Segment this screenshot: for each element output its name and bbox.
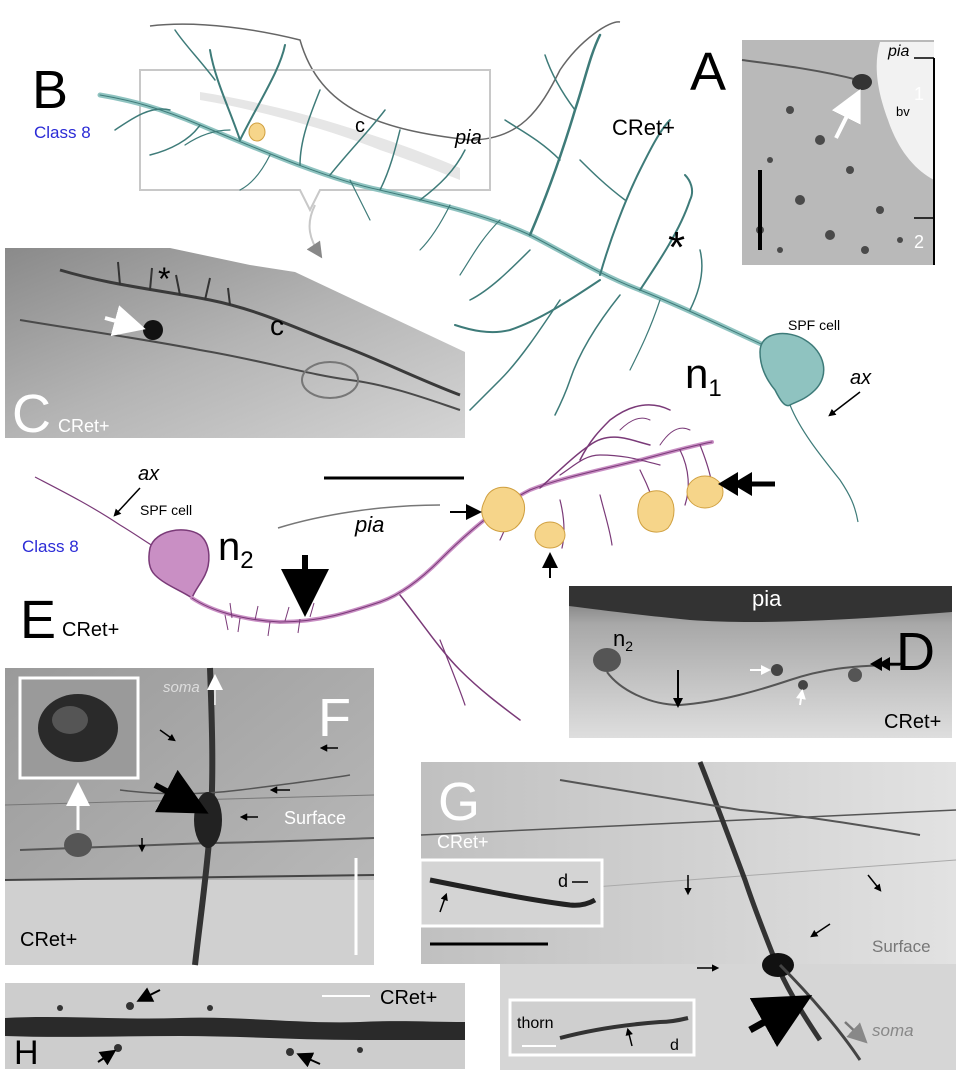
label-g-cret: CRet+ <box>437 832 489 852</box>
arrow-e-ax <box>113 487 141 517</box>
label-a-pia: pia <box>887 43 909 60</box>
label-g-surface: Surface <box>872 937 931 956</box>
panel-b: B Class 8 <box>32 21 872 523</box>
pia-outline-e <box>277 504 441 529</box>
label-b-star: * <box>668 223 685 272</box>
panel-letter-d: D <box>896 622 935 682</box>
label-b-pia: pia <box>454 127 482 149</box>
pia-outline-b <box>149 21 621 141</box>
label-e-cret: CRet+ <box>62 619 119 641</box>
panel-g: soma Surface G CRet+ d thorn d <box>418 761 957 1070</box>
label-e-spf: SPF cell <box>140 502 192 518</box>
panel-letter-e: E <box>20 590 56 650</box>
arrows-f-small <box>138 729 338 853</box>
arrow-c <box>104 305 146 337</box>
label-a-layer1: 1 <box>914 84 924 104</box>
region-c-outline <box>139 69 491 213</box>
neuron-n2-dendrites <box>190 404 714 721</box>
label-b-ax: ax <box>850 367 872 389</box>
somas-yellow-e <box>481 475 724 549</box>
axon-n1 <box>789 404 859 523</box>
soma-f <box>64 833 92 857</box>
soma-n2 <box>148 529 210 600</box>
panel-a: pia bv 1 2 A <box>690 40 935 265</box>
panel-e: Class 8 pia ax SPF cell n2 <box>20 404 775 721</box>
label-g-thorn: thorn <box>517 1015 553 1032</box>
arrow-h-3 <box>296 1052 321 1068</box>
panel-h: CRet+ H <box>5 983 465 1072</box>
label-d-pia: pia <box>752 586 782 611</box>
double-arrow-d <box>870 657 905 671</box>
arrow-g-soma <box>844 1021 868 1044</box>
label-d-n: n2 <box>613 626 633 654</box>
label-a-bv: bv <box>896 104 910 119</box>
arrow-g-large <box>748 995 813 1047</box>
blood-vessel <box>876 42 934 180</box>
panel-letter-f: F <box>318 688 351 748</box>
panel-letter-a: A <box>690 42 726 102</box>
label-g-d1: d <box>558 871 568 891</box>
arrow-f-large <box>153 769 209 814</box>
panel-letter-c: C <box>12 384 51 444</box>
label-b-c: c <box>355 115 365 137</box>
panel-letter-b: B <box>32 60 68 120</box>
panel-d: pia n2 D CRet+ <box>569 586 952 738</box>
arrows-g-small <box>684 874 882 972</box>
panel-letter-g: G <box>438 772 480 832</box>
label-c-star: * <box>158 261 170 297</box>
arrow-d-white-2 <box>795 689 806 706</box>
label-e-pia: pia <box>354 512 384 537</box>
label-c-c: c <box>270 310 284 341</box>
arrow-h-2 <box>97 1049 117 1066</box>
label-b-spf: SPF cell <box>788 317 840 333</box>
double-arrow-e <box>718 472 775 496</box>
label-f-cret: CRet+ <box>20 929 77 951</box>
dendrite-h <box>5 1017 465 1040</box>
soma-yellow-b <box>248 122 266 142</box>
soma-n1 <box>759 332 825 407</box>
panel-letter-h: H <box>14 1034 39 1072</box>
label-e-class: Class 8 <box>22 537 79 556</box>
label-b-cret: CRet+ <box>612 115 675 140</box>
arrow-a <box>831 88 861 139</box>
label-h-cret: CRet+ <box>380 987 437 1009</box>
label-b-n: n1 <box>685 350 722 402</box>
label-e-ax: ax <box>138 463 160 485</box>
arrow-h-1 <box>136 987 161 1002</box>
arrow-b-ax <box>828 391 861 417</box>
neuron-n1-dendrites <box>97 29 773 416</box>
axon-n2 <box>34 476 161 551</box>
label-e-n: n2 <box>218 525 254 574</box>
label-f-surface: Surface <box>284 808 346 828</box>
label-f-soma: soma <box>163 679 200 696</box>
panel-c-micrograph <box>5 248 465 438</box>
label-c-cret: CRet+ <box>58 416 110 436</box>
soma-d <box>593 648 621 672</box>
soma-c <box>143 320 163 340</box>
label-g-soma: soma <box>872 1021 914 1040</box>
panel-f: soma F Surface CRet+ <box>4 667 375 966</box>
label-d-cret: CRet+ <box>884 711 941 733</box>
label-g-d2: d <box>670 1037 679 1054</box>
label-a-layer2: 2 <box>914 232 924 252</box>
label-b-class: Class 8 <box>34 123 91 142</box>
panel-c: * c C CRet+ <box>5 248 465 444</box>
